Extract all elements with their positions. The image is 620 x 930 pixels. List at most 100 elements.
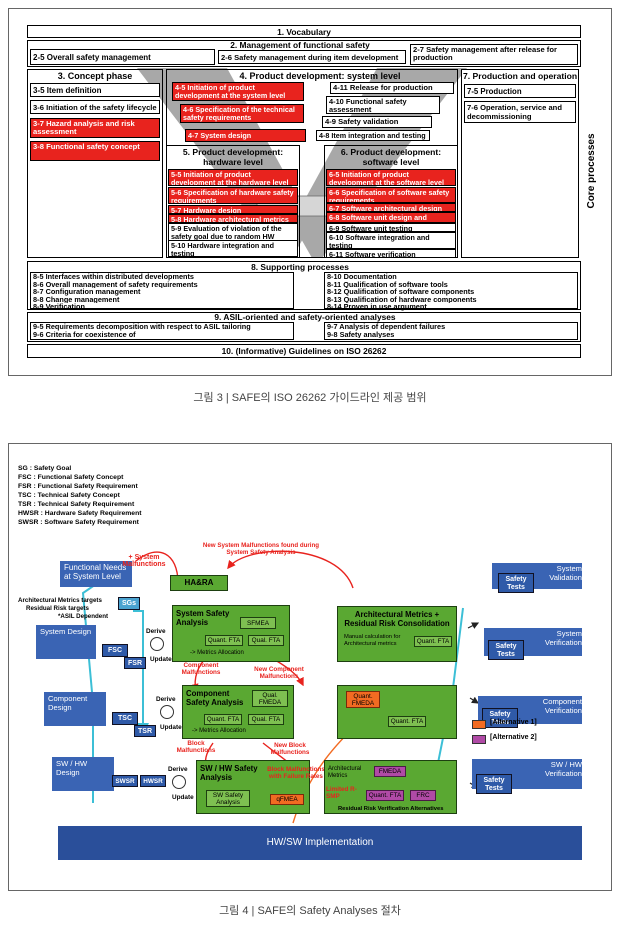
hw-5-10: 5-10 Hardware integration and testing [168,240,298,257]
derive-update-icon-1 [150,637,164,651]
system-safety-title: System Safety Analysis [176,609,230,627]
sw-6-5: 6-5 Initiation of product development at… [326,169,456,186]
frc-box: FRC [410,790,436,801]
sys-4-7: 4-7 System design [185,129,306,142]
tsc-box: TSC [112,712,138,725]
management-title: 2. Management of functional safety [230,40,370,50]
qual-fta-box-1: Qual. FTA [248,635,284,646]
fmeda-box: FMEDA [374,766,406,777]
legend-fsc: FSC : Functional Safety Concept [18,474,124,481]
safety-tests-1: Safety Tests [498,573,534,593]
legend-tsr: TSR : Technical Safety Requirement [18,501,135,508]
support-8-5: 8-5 Interfaces within distributed develo… [33,273,194,281]
metrics-allocation-2: -> Metrics Allocation [192,728,246,734]
hw-5-5: 5-5 Initiation of product development at… [168,169,298,186]
production-title: 7. Production and operation [463,71,578,81]
guidelines-box: 10. (Informative) Guidelines on ISO 2626… [27,344,581,358]
sys-4-6: 4-6 Specification of the technical safet… [180,104,304,123]
sw-6-8: 6-8 Software unit design and implementat… [326,212,456,223]
concept-3-8: 3-8 Functional safety concept [30,141,160,161]
sw-6-6: 6-6 Specification of software safety req… [326,187,456,203]
component-safety-title: Component Safety Analysis [186,689,244,707]
asil-box [27,312,581,342]
fsc-box: FSC [102,644,128,657]
arch-metrics-consolidation-box [337,606,457,662]
system-safety-analysis-box [172,605,290,662]
system-validation-label: System Validation [549,564,582,582]
qual-fta-box-2: Qual. FTA [248,714,284,725]
asil-9-7: 9-7 Analysis of dependent failures [327,323,446,331]
hw-5-8: 5-8 Hardware architectural metrics [168,214,298,223]
alt1-label: [Alternative 1] [490,719,537,726]
concept-3-7: 3-7 Hazard analysis and risk assessment [30,118,160,138]
asil-title: 9. ASIL-oriented and safety-oriented ana… [214,312,396,322]
safety-tests-4: Safety Tests [476,774,512,794]
derive-label-2: Derive [156,696,176,703]
asil-9-8: 9-8 Safety analyses [327,330,395,339]
legend-tsc: TSC : Technical Safety Concept [18,492,120,499]
functional-needs-box: Functional Needs at System Level [60,561,132,587]
mgmt-2-7: 2-7 Safety management after release for … [410,44,578,65]
support-8-11: 8-11 Qualification of software tools [327,280,448,289]
software-title: 6. Product development: software level [340,147,442,167]
support-8-7: 8-7 Configuration management [33,288,141,296]
asil-9-5: 9-5 Requirements decomposition with resp… [33,323,251,331]
hara-box: HA&RA [170,575,228,591]
quant-fta-box-2: Quant. FTA [414,636,452,647]
concept-3-6: 3-6 Initiation of the safety lifecycle [30,100,160,114]
prod-7-6: 7-6 Operation, service and decommissioni… [464,101,576,123]
derive-label-3: Derive [168,766,188,773]
sw-6-9: 6-9 Software unit testing [326,223,456,232]
system-malfunctions-label: + System Malfunctions [122,554,166,568]
block-malfunctions-label: Block Malfunctions [176,740,216,754]
system-verification-label: System Verification [544,629,582,647]
safety-tests-3: Safety Tests [482,708,518,728]
support-8-14: 8-14 Proven in use argument [327,303,427,311]
arch-metrics-targets: Architectural Metrics targets [18,597,102,604]
concept-title: 3. Concept phase [57,71,133,81]
derive-update-icon-2 [160,705,174,719]
asil-left-list: 9-5 Requirements decomposition with resp… [30,322,294,340]
new-system-malfunctions-label: New System Malfunctions found during Sys… [202,542,320,556]
quant-fta-box-5: Quant. FTA [366,790,404,801]
figure-4 [8,443,612,891]
figure-4-caption: 그림 4 | SAFE의 Safety Analyses 절차 [219,905,401,917]
new-block-malfunctions-label: New Block Malfunctions [270,742,310,756]
swhw-design-box: SW / HW Design [52,757,114,791]
update-label-3: Update [172,794,194,801]
update-label-1: Update [150,656,172,663]
flow-arrows [81,550,480,824]
legend-swsr: SWSR : Software Safety Requirement [18,519,139,526]
update-label-2: Update [160,724,182,731]
qfmea-box: qFMEA [270,794,304,805]
metrics-allocation-1: -> Metrics Allocation [190,650,244,656]
support-8-9: 8-9 Verification [33,303,85,311]
manual-calc-label: Manual calculation for Architectural met… [344,634,401,647]
support-8-12: 8-12 Qualification of software component… [327,288,475,296]
qual-fmeda-box: Qual. FMEDA [252,690,288,707]
hwsw-implementation-bar: HW/SW Implementation [58,826,582,860]
tsr-box: TSR [134,725,156,737]
legend-sg: SG : Safety Goal [18,465,72,472]
support-8-6: 8-6 Overall management of safety require… [33,280,198,289]
support-8-13: 8-13 Qualification of hardware component… [327,295,477,304]
swhw-safety-title: SW / HW Safety Analysis [200,764,258,782]
quant-fta-box-3: Quant. FTA [204,714,242,725]
asil-9-6: 9-6 Criteria for coexistence of [33,330,136,339]
hardware-level-box [166,145,300,258]
sw-6-11: 6-11 Software verification [326,249,456,258]
alt2-label: [Alternative 2] [490,734,537,741]
hardware-title: 5. Product development: hardware level [182,147,284,167]
component-design-box: Component Design [44,692,106,726]
hw-5-7: 5-7 Hardware design [168,205,298,214]
support-right-list: 8-10 Documentation 8-11 Qualification of… [324,272,578,311]
block-with-rates-label: Block Malfunctions with Failure Rates [267,766,325,780]
vocabulary-box: 1. Vocabulary [27,25,581,38]
core-processes-label: Core processes [586,133,597,209]
derive-update-icon-3 [172,775,186,789]
sgs-box: SGs [118,597,140,610]
sw-6-10: 6-10 Software integration and testing [326,232,456,249]
mgmt-2-5: 2-5 Overall safety management [30,49,215,65]
support-8-8: 8-8 Change management [33,295,120,304]
swsr-box: SWSR [112,775,138,787]
